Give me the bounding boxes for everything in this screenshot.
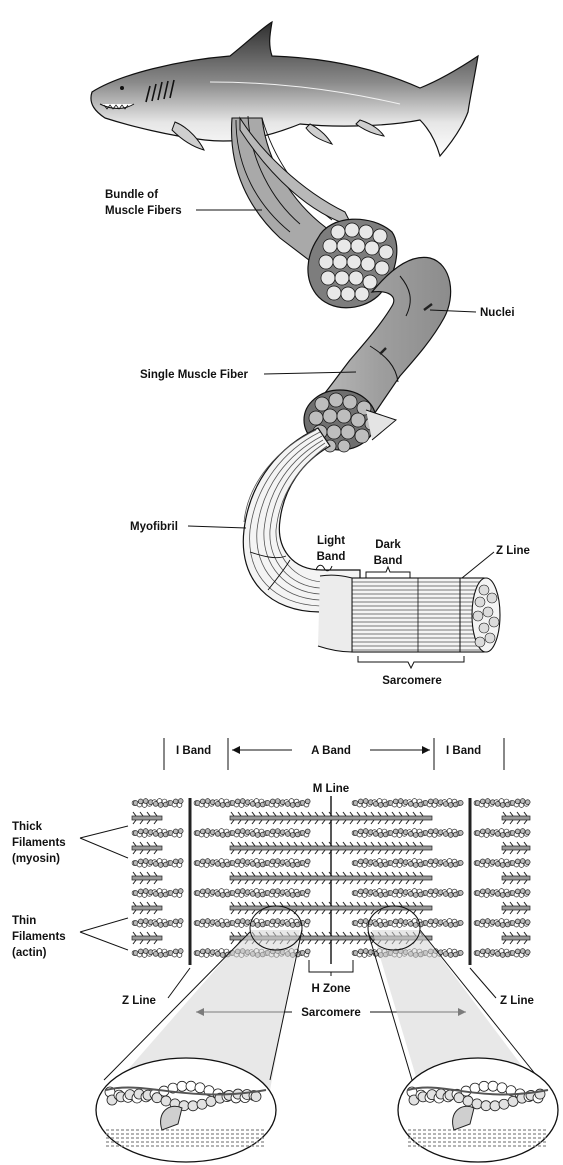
label-z-line-right: Z Line — [500, 995, 534, 1007]
label-myofibril: Myofibril — [130, 521, 178, 533]
label-thick-line3: (myosin) — [12, 853, 60, 865]
leader-z-line-top — [462, 552, 494, 578]
label-nuclei: Nuclei — [480, 307, 515, 319]
label-light-band-line2: Band — [317, 551, 346, 563]
muscle-fiber-bundle — [232, 116, 397, 308]
label-z-line-left: Z Line — [122, 995, 156, 1007]
label-thin-line1: Thin — [12, 915, 36, 927]
label-dark-band-line2: Band — [374, 555, 403, 567]
myofibril — [243, 428, 500, 652]
leader-thin — [80, 918, 128, 950]
label-thin-line2: Filaments — [12, 931, 66, 943]
bundle-cross-section — [308, 219, 397, 308]
label-i-band-right: I Band — [446, 745, 481, 757]
label-a-band: A Band — [311, 745, 351, 757]
label-thick-line1: Thick — [12, 821, 43, 833]
shark-illustration — [91, 22, 478, 156]
sarcomere-filament-diagram: I Band A Band I Band M Line H Zone Thick… — [12, 738, 558, 1162]
sarcomere-segment — [318, 575, 500, 652]
label-thick-line2: Filaments — [12, 837, 66, 849]
brace-dark-band — [366, 567, 410, 578]
magnified-view-right — [398, 1058, 558, 1162]
leader-thick — [80, 826, 128, 858]
label-sarcomere-bottom: Sarcomere — [301, 1007, 360, 1019]
label-m-line: M Line — [313, 783, 349, 795]
magnified-view-left — [96, 1058, 276, 1162]
label-thin-line3: (actin) — [12, 947, 47, 959]
label-i-band-left: I Band — [176, 745, 211, 757]
label-bundle-line1: Bundle of — [105, 189, 158, 201]
label-bundle-line2: Muscle Fibers — [105, 205, 182, 217]
leader-myofibril — [188, 526, 246, 528]
label-dark-band-line1: Dark — [375, 539, 401, 551]
label-h-zone: H Zone — [312, 983, 351, 995]
label-z-line-top: Z Line — [496, 545, 530, 557]
brace-sarcomere-top — [358, 656, 464, 668]
label-sarcomere-top: Sarcomere — [382, 675, 441, 687]
label-single-fiber: Single Muscle Fiber — [140, 369, 249, 381]
label-light-band-line1: Light — [317, 535, 345, 547]
